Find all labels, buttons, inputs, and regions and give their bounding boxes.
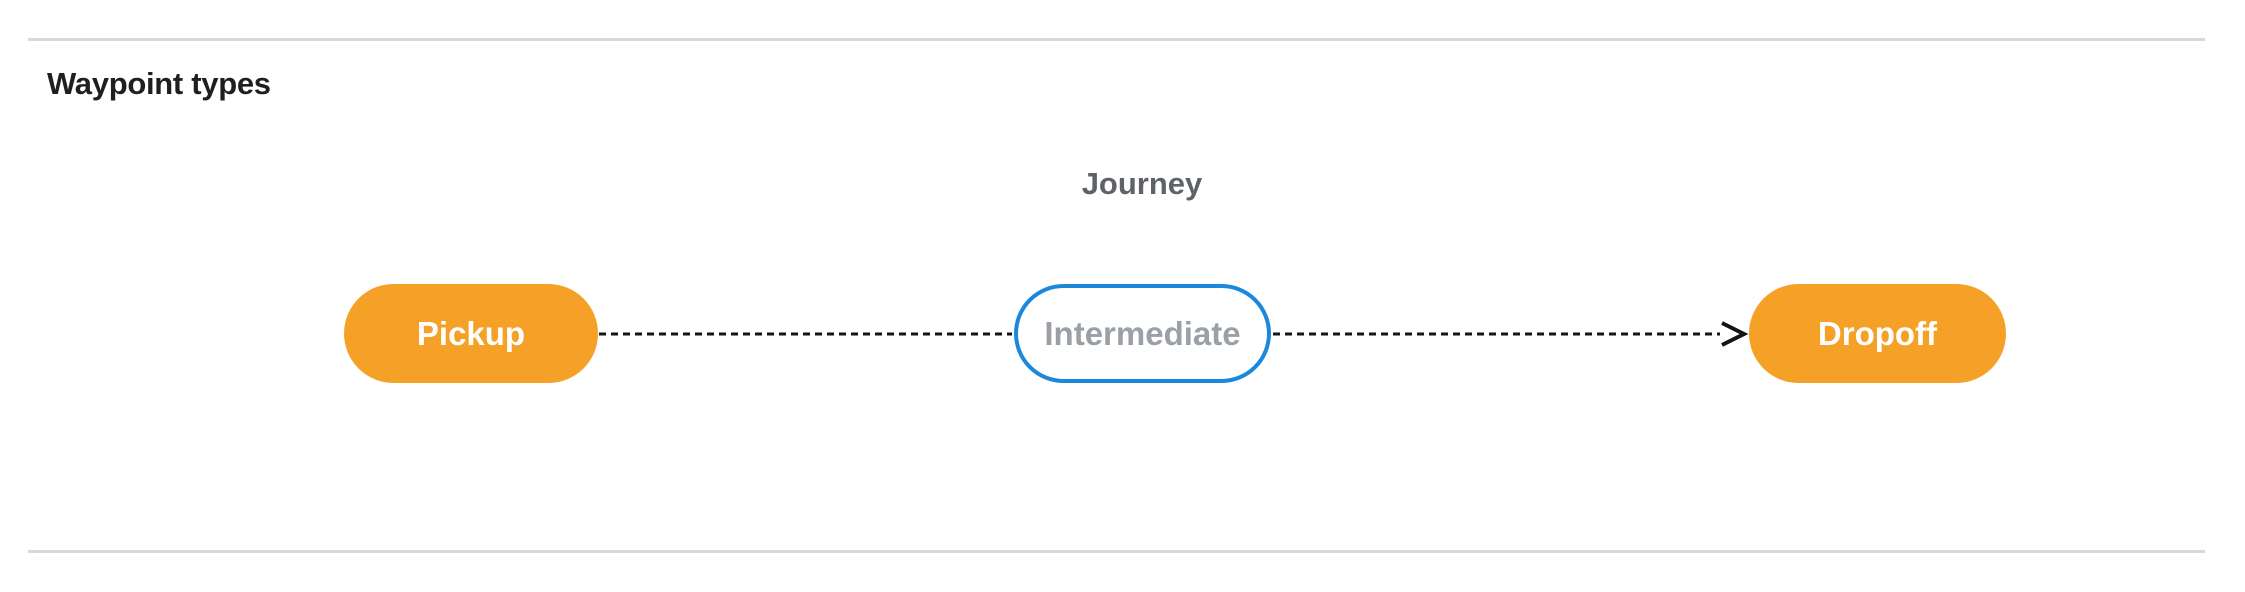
bottom-divider — [28, 550, 2205, 553]
section-title: Waypoint types — [47, 66, 271, 101]
node-dropoff-label: Dropoff — [1817, 314, 1938, 352]
node-dropoff: Dropoff — [1749, 284, 2006, 383]
node-pickup-label: Pickup — [416, 314, 526, 352]
top-divider — [28, 38, 2205, 41]
diagram-title: Journey — [1081, 166, 1203, 201]
node-intermediate-label: Intermediate — [1044, 314, 1241, 352]
node-intermediate: Intermediate — [1014, 284, 1271, 383]
node-pickup: Pickup — [344, 284, 598, 383]
arrowhead-icon — [1721, 321, 1749, 347]
